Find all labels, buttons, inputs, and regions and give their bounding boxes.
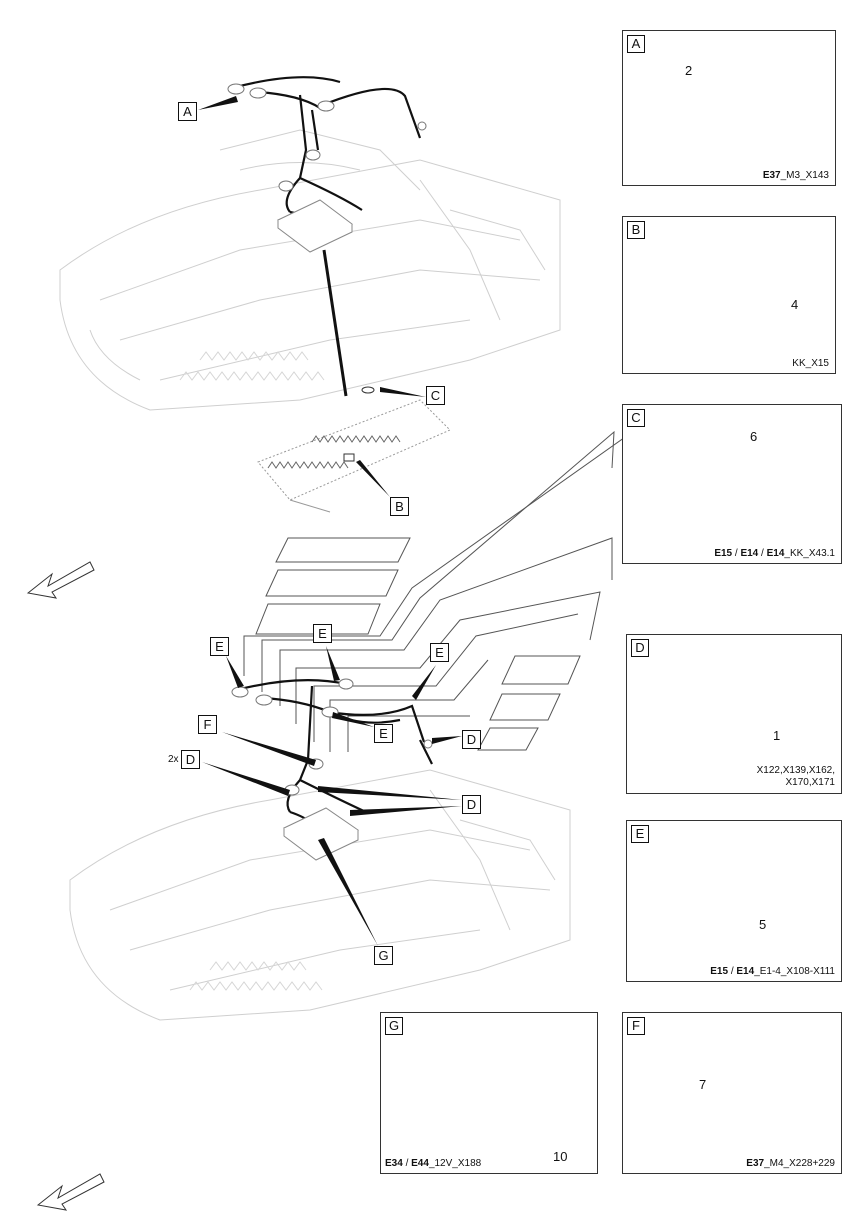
caption-sep: / xyxy=(402,1158,412,1169)
caption-sep: / xyxy=(728,966,737,977)
panel-b-caption: KK_X15 xyxy=(792,358,829,369)
caption-code-3: E14 xyxy=(766,548,785,559)
callout-d-1: D xyxy=(462,730,481,749)
multiplier-label: 2x xyxy=(168,754,179,765)
panel-c-tag: C xyxy=(627,409,645,427)
caption-code-2: E44 xyxy=(411,1158,429,1169)
panel-c-caption: E15 / E14 / E14_KK_X43.1 xyxy=(714,548,835,559)
part-number-1: 1 xyxy=(773,728,781,743)
panel-a-caption: E37_M3_X143 xyxy=(763,170,829,181)
caption-line-2: X170,X171 xyxy=(785,777,836,788)
part-number-2: 2 xyxy=(685,63,693,78)
detail-panel-b: B 4 KK_X15 xyxy=(622,216,836,374)
part-number-7: 7 xyxy=(699,1077,707,1092)
detail-panel-e: E 5 E15 / E14_E1-4_X108-X111 xyxy=(626,820,842,982)
panel-a-tag: A xyxy=(627,35,645,53)
callout-b: B xyxy=(390,497,409,516)
caption-suffix: _KK_X43.1 xyxy=(784,548,835,559)
caption-code-1: E15 xyxy=(710,966,729,977)
caption-sep: / xyxy=(758,548,767,559)
caption-suffix: _12V_X188 xyxy=(428,1158,482,1169)
caption-code-1: E15 xyxy=(714,548,733,559)
detail-panel-d: D 1 X122,X139,X162, X170,X171 xyxy=(626,634,842,794)
caption-suffix: _M4_X228+229 xyxy=(764,1158,835,1169)
caption-suffix: _M3_X143 xyxy=(780,170,829,181)
panel-e-tag: E xyxy=(631,825,649,843)
caption-suffix: _E1-4_X108-X111 xyxy=(754,966,835,977)
detail-panel-g: G 10 E34 / E44_12V_X188 xyxy=(380,1012,598,1174)
caption-code-1: E34 xyxy=(385,1158,403,1169)
caption-sep: / xyxy=(732,548,741,559)
panel-f-caption: E37_M4_X228+229 xyxy=(746,1158,835,1169)
callout-e-4: E xyxy=(374,724,393,743)
panel-f-tag: F xyxy=(627,1017,645,1035)
part-number-10: 10 xyxy=(553,1149,568,1164)
panel-b-tag: B xyxy=(627,221,645,239)
callout-d-2: D xyxy=(462,795,481,814)
callout-d-multi: D xyxy=(181,750,200,769)
part-number-4: 4 xyxy=(791,297,799,312)
caption-line-1: X122,X139,X162, xyxy=(756,765,835,776)
panel-e-caption: E15 / E14_E1-4_X108-X111 xyxy=(710,966,835,977)
caption-code: E37 xyxy=(746,1158,765,1169)
part-number-5: 5 xyxy=(759,917,767,932)
part-number-6: 6 xyxy=(750,429,758,444)
panel-g-tag: G xyxy=(385,1017,403,1035)
caption-code-2: E14 xyxy=(740,548,759,559)
callout-e-3: E xyxy=(430,643,449,662)
detail-panel-a: A 2 E37_M3_X143 xyxy=(622,30,836,186)
callout-g: G xyxy=(374,946,393,965)
callout-f: F xyxy=(198,715,217,734)
caption-code: E37 xyxy=(762,170,781,181)
caption-code-2: E14 xyxy=(736,966,755,977)
callout-e-2: E xyxy=(313,624,332,643)
panel-g-caption: E34 / E44_12V_X188 xyxy=(385,1158,481,1169)
callout-e-1: E xyxy=(210,637,229,656)
detail-panel-f: F 7 E37_M4_X228+229 xyxy=(622,1012,842,1174)
panel-d-caption: X122,X139,X162, X170,X171 xyxy=(757,765,835,789)
panel-d-tag: D xyxy=(631,639,649,657)
detail-panel-c: C 6 E15 / E14 / E14_KK_X43.1 xyxy=(622,404,842,564)
callout-a: A xyxy=(178,102,197,121)
callout-c: C xyxy=(426,386,445,405)
